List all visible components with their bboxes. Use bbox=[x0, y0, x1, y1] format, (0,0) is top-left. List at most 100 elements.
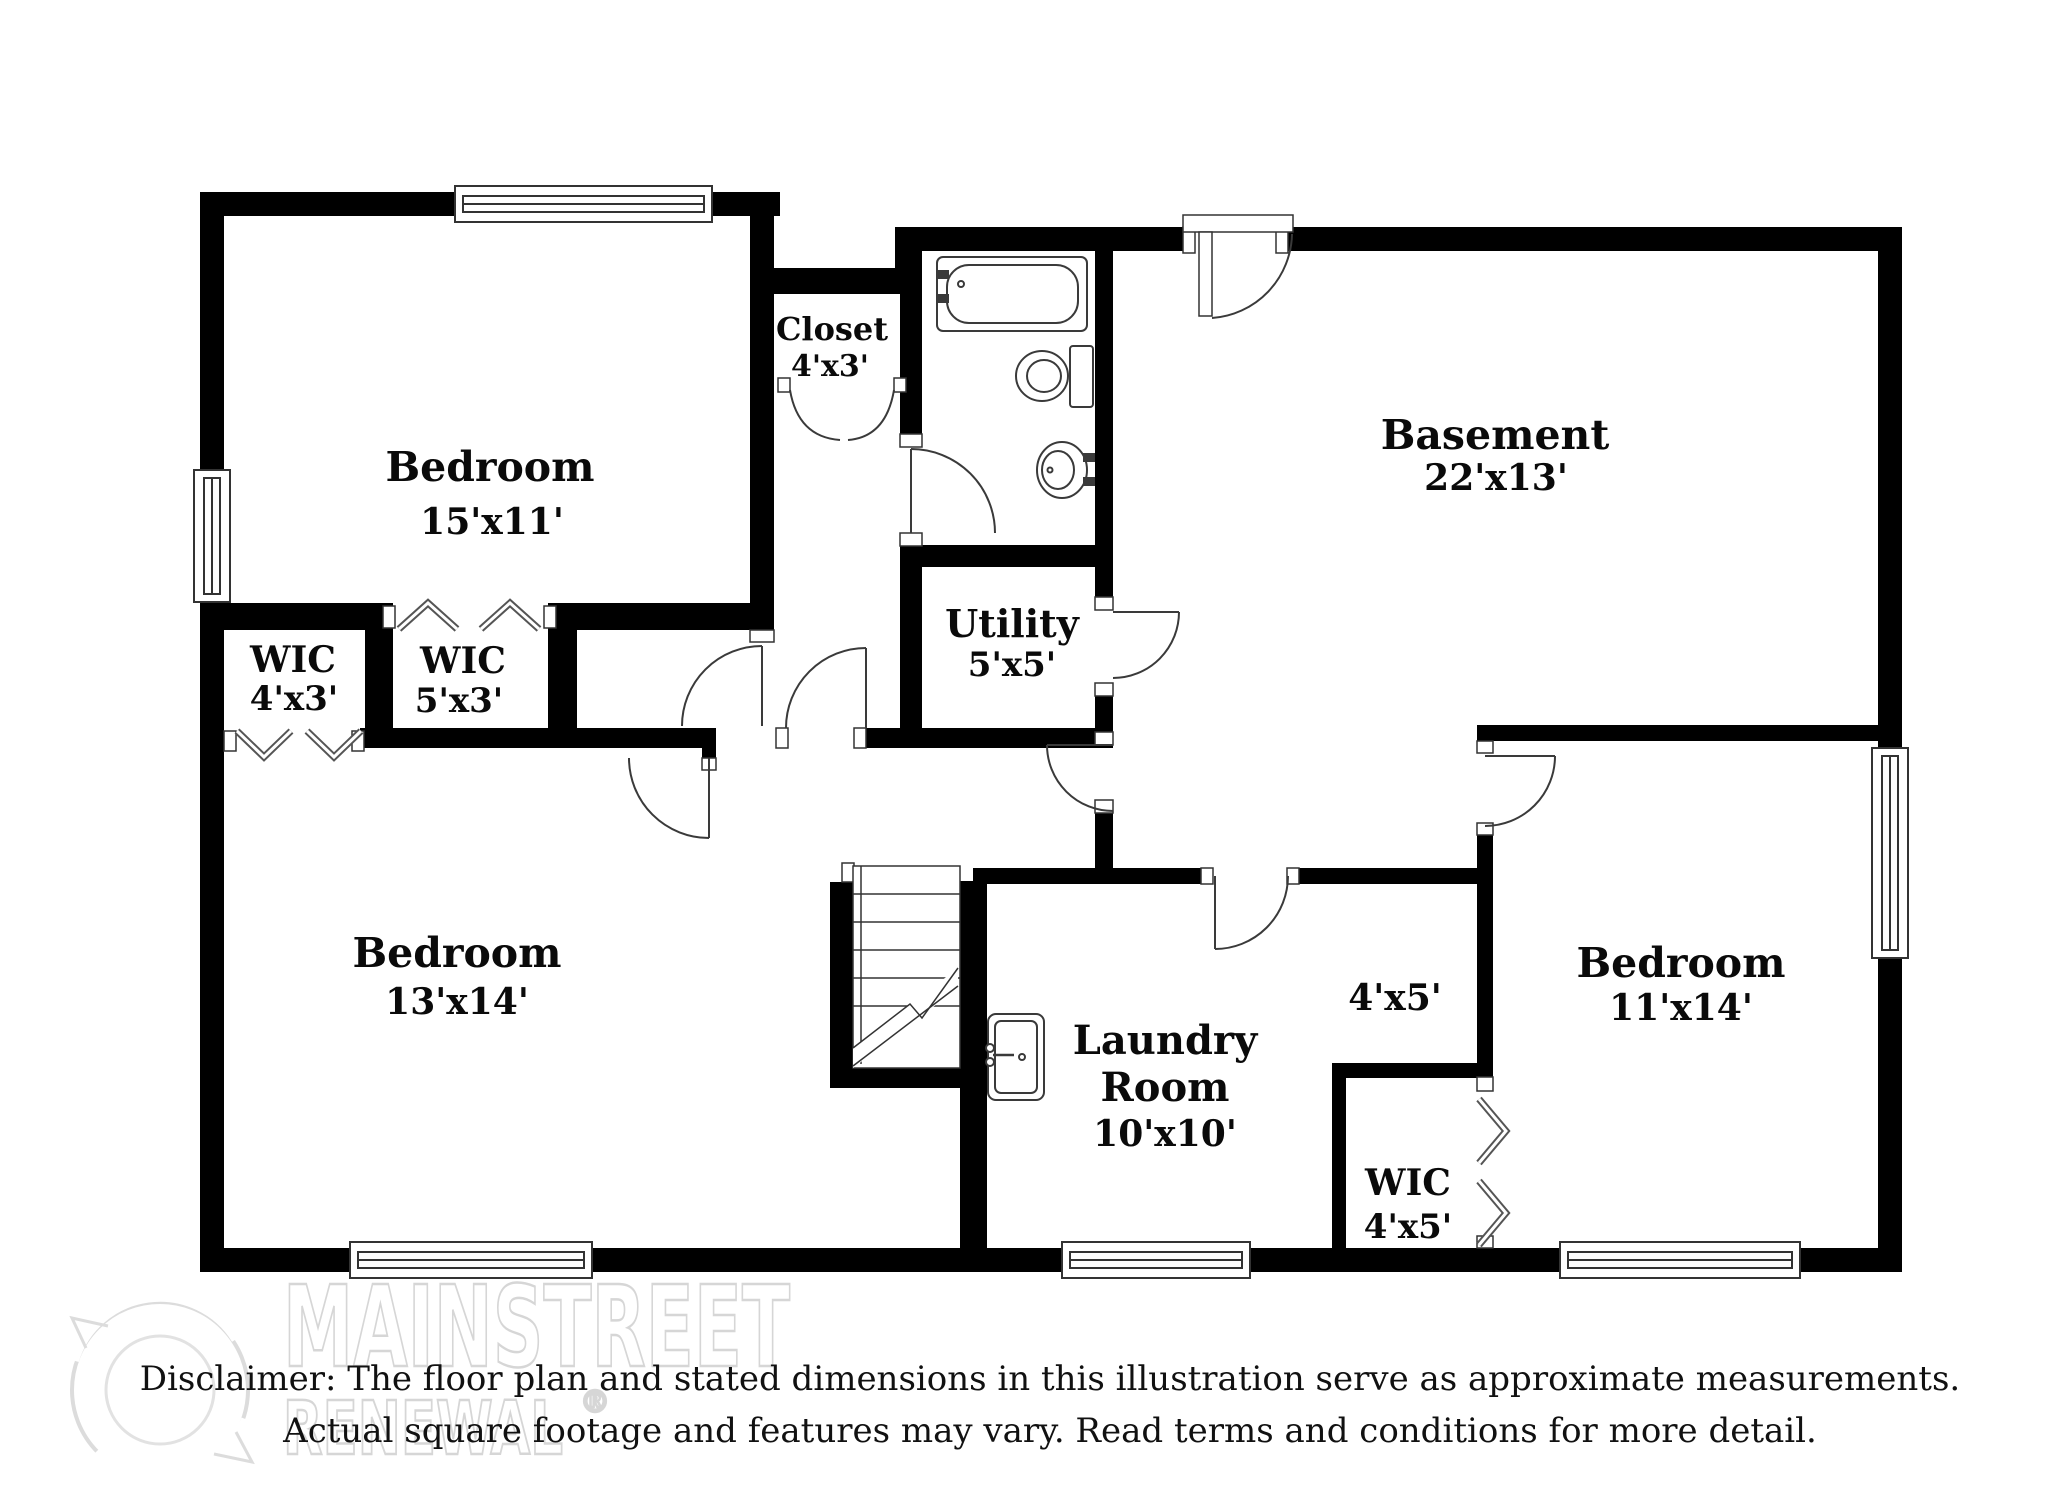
door-jamb bbox=[1094, 731, 1114, 746]
bifold-door-icon bbox=[234, 728, 364, 762]
room-dims-wic-4x5: 4'x5' bbox=[1364, 1207, 1452, 1247]
room-label-basement: Basement bbox=[1381, 411, 1610, 459]
door-jamb bbox=[1476, 740, 1494, 754]
door-jamb bbox=[777, 377, 791, 393]
disclaimer-line2: Actual square footage and features may v… bbox=[282, 1411, 1817, 1451]
bifold-door-icon bbox=[396, 598, 542, 632]
room-dims-utility: 5'x5' bbox=[968, 645, 1056, 685]
door-jamb bbox=[899, 433, 923, 448]
wall-segment bbox=[900, 251, 922, 447]
room-dims-nook: 4'x5' bbox=[1348, 977, 1442, 1019]
wall-segment bbox=[1332, 1078, 1346, 1248]
door-jamb bbox=[893, 377, 907, 393]
window-icon bbox=[454, 185, 713, 223]
room-dims-closet: 4'x3' bbox=[791, 349, 869, 384]
door-swing-icon bbox=[1484, 755, 1556, 827]
wall-segment bbox=[866, 728, 1113, 748]
wall-segment bbox=[750, 216, 774, 642]
room-label-wic-4x3: WIC bbox=[249, 639, 336, 681]
door-swing-icon bbox=[1046, 744, 1114, 812]
window-icon bbox=[1559, 1241, 1801, 1279]
wall-segment bbox=[1285, 227, 1902, 251]
room-label-closet: Closet bbox=[776, 310, 888, 348]
wall-segment bbox=[1477, 835, 1493, 1077]
room-dims-laundry: 10'x10' bbox=[1093, 1113, 1237, 1155]
wall-segment bbox=[360, 728, 702, 748]
bifold-door-icon bbox=[1476, 1096, 1511, 1248]
watermark-registered-icon: ® bbox=[580, 1385, 610, 1420]
door-jamb bbox=[223, 730, 237, 752]
door-swing-icon bbox=[910, 448, 996, 534]
window-icon bbox=[349, 1241, 593, 1279]
wall-segment bbox=[1332, 1063, 1477, 1078]
wall-segment bbox=[1095, 813, 1113, 868]
wall-segment bbox=[830, 882, 854, 1088]
wall-segment bbox=[1287, 868, 1477, 884]
room-label-bedroom-11x14: Bedroom bbox=[1576, 939, 1785, 987]
door-swing-icon bbox=[628, 757, 710, 839]
disclaimer-line1: Disclaimer: The floor plan and stated di… bbox=[140, 1359, 1960, 1399]
wall-segment bbox=[224, 603, 393, 630]
disclaimer: Disclaimer: The floor plan and stated di… bbox=[140, 1359, 1960, 1451]
door-jamb bbox=[543, 605, 557, 629]
toilet-icon bbox=[1015, 345, 1094, 408]
wall-segment bbox=[750, 268, 917, 294]
door-jamb bbox=[1094, 682, 1114, 697]
room-labels: Bedroom 15'x11' Closet 4'x3' Basement 22… bbox=[249, 310, 1786, 1247]
window-icon bbox=[1871, 747, 1909, 959]
door-swing-icon bbox=[681, 645, 763, 727]
wall-segment bbox=[900, 533, 922, 742]
room-dims-bedroom-13x14: 13'x14' bbox=[385, 981, 529, 1023]
door-jamb bbox=[775, 727, 789, 749]
wall-segment bbox=[830, 1068, 975, 1088]
wall-segment bbox=[1095, 251, 1113, 610]
room-label-wic-4x5: WIC bbox=[1364, 1162, 1451, 1204]
room-label-bedroom-13x14: Bedroom bbox=[352, 929, 561, 977]
room-label-wic-5x3: WIC bbox=[419, 640, 506, 682]
window-icon bbox=[193, 469, 231, 603]
wall-segment bbox=[960, 881, 987, 1248]
door-jamb bbox=[1476, 1076, 1494, 1092]
bathtub-icon bbox=[936, 256, 1088, 332]
door-jamb bbox=[382, 605, 396, 629]
room-label-laundry-line1: Laundry bbox=[1073, 1017, 1259, 1064]
wall-segment bbox=[365, 630, 393, 728]
laundry-sink-icon bbox=[985, 1013, 1045, 1101]
bifold-doors bbox=[234, 598, 1511, 1248]
bifold-door-icon bbox=[789, 389, 895, 441]
wall-segment bbox=[922, 545, 1095, 567]
windows bbox=[193, 185, 1909, 1279]
room-dims-bedroom-11x14: 11'x14' bbox=[1609, 987, 1753, 1029]
watermark-brand-line1: MAINSTREET bbox=[283, 1263, 790, 1393]
door-jamb bbox=[1094, 596, 1114, 611]
window-icon bbox=[1061, 1241, 1251, 1279]
wall-segment bbox=[548, 603, 750, 630]
door-jamb bbox=[1200, 867, 1214, 885]
door-swing-icon bbox=[1214, 875, 1289, 950]
door-jamb bbox=[899, 532, 923, 547]
wall-segment bbox=[200, 192, 224, 1272]
room-dims-bedroom-15x11: 15'x11' bbox=[420, 501, 564, 543]
room-dims-basement: 22'x13' bbox=[1424, 457, 1568, 499]
staircase-icon bbox=[852, 865, 961, 1069]
wall-segment bbox=[702, 728, 716, 758]
room-dims-wic-5x3: 5'x3' bbox=[415, 681, 503, 721]
doors bbox=[628, 214, 1556, 950]
door-swing-icon bbox=[1182, 214, 1294, 319]
wall-segment bbox=[1477, 725, 1878, 741]
wall-segment bbox=[973, 868, 1213, 884]
door-jamb bbox=[841, 862, 855, 883]
watermark-brand-line2: RENEWAL bbox=[283, 1386, 563, 1472]
door-swing-icon bbox=[785, 647, 867, 729]
wall-segment bbox=[548, 630, 577, 728]
door-swing-icon bbox=[1112, 611, 1180, 679]
room-label-utility: Utility bbox=[945, 601, 1080, 646]
room-dims-wic-4x3: 4'x3' bbox=[250, 679, 338, 719]
door-jamb bbox=[853, 727, 867, 749]
wall-segment bbox=[895, 227, 1183, 251]
watermark-logo-icon bbox=[65, 1287, 255, 1487]
watermark: MAINSTREET RENEWAL ® bbox=[65, 1262, 791, 1487]
door-jamb bbox=[1476, 822, 1494, 836]
